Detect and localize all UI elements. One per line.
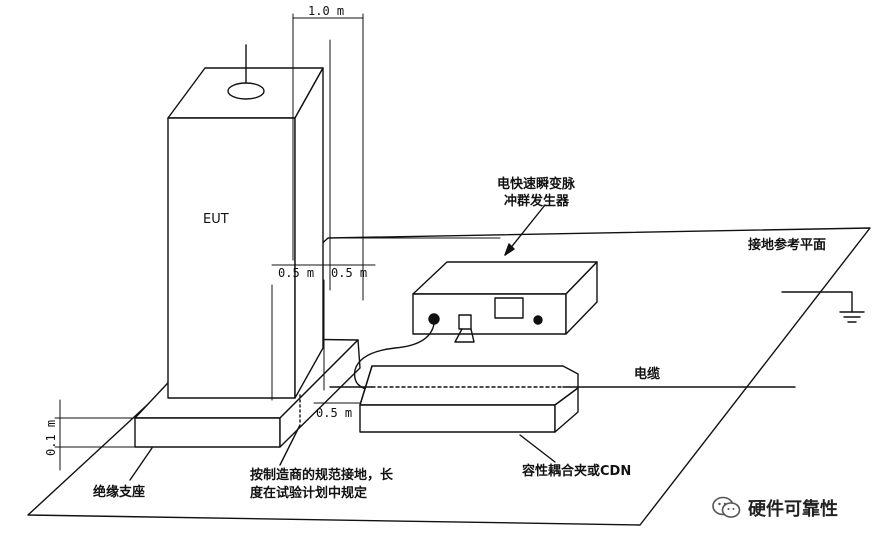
generator-cable [353, 323, 435, 391]
generator-label-line1: 电快速瞬变脉 [497, 177, 576, 192]
dim-cable-label: 0.5 m [316, 406, 353, 420]
grounding-note-line1: 按制造商的规范接地，长 [250, 468, 394, 483]
eut-cabinet [167, 44, 324, 399]
dim-left-half-label: 0.5 m [278, 266, 315, 280]
dim-right-half-label: 0.5 m [331, 266, 368, 280]
coupling-clamp [359, 365, 579, 433]
generator-label-line2: 冲群发生器 [504, 194, 570, 209]
wechat-icon [712, 496, 741, 518]
dim-top-label: 1.0 m [308, 4, 345, 18]
eft-generator [412, 261, 598, 343]
dim-height-label: 0.1 m [44, 419, 58, 456]
dimension-lines [54, 13, 501, 471]
coupler-label: 容性耦合夹或CDN [522, 464, 632, 479]
grounding-note-line2: 度在试验计划中规定 [250, 486, 368, 501]
support-label: 绝缘支座 [93, 485, 146, 500]
ground-symbol-icon [781, 291, 865, 323]
cable-label: 电缆 [634, 367, 661, 382]
watermark-text: 硬件可靠性 [748, 499, 838, 520]
ground-plane-label: 接地参考平面 [748, 238, 827, 253]
eut-label: EUT [203, 212, 229, 227]
watermark: 硬件可靠性 [712, 495, 838, 521]
